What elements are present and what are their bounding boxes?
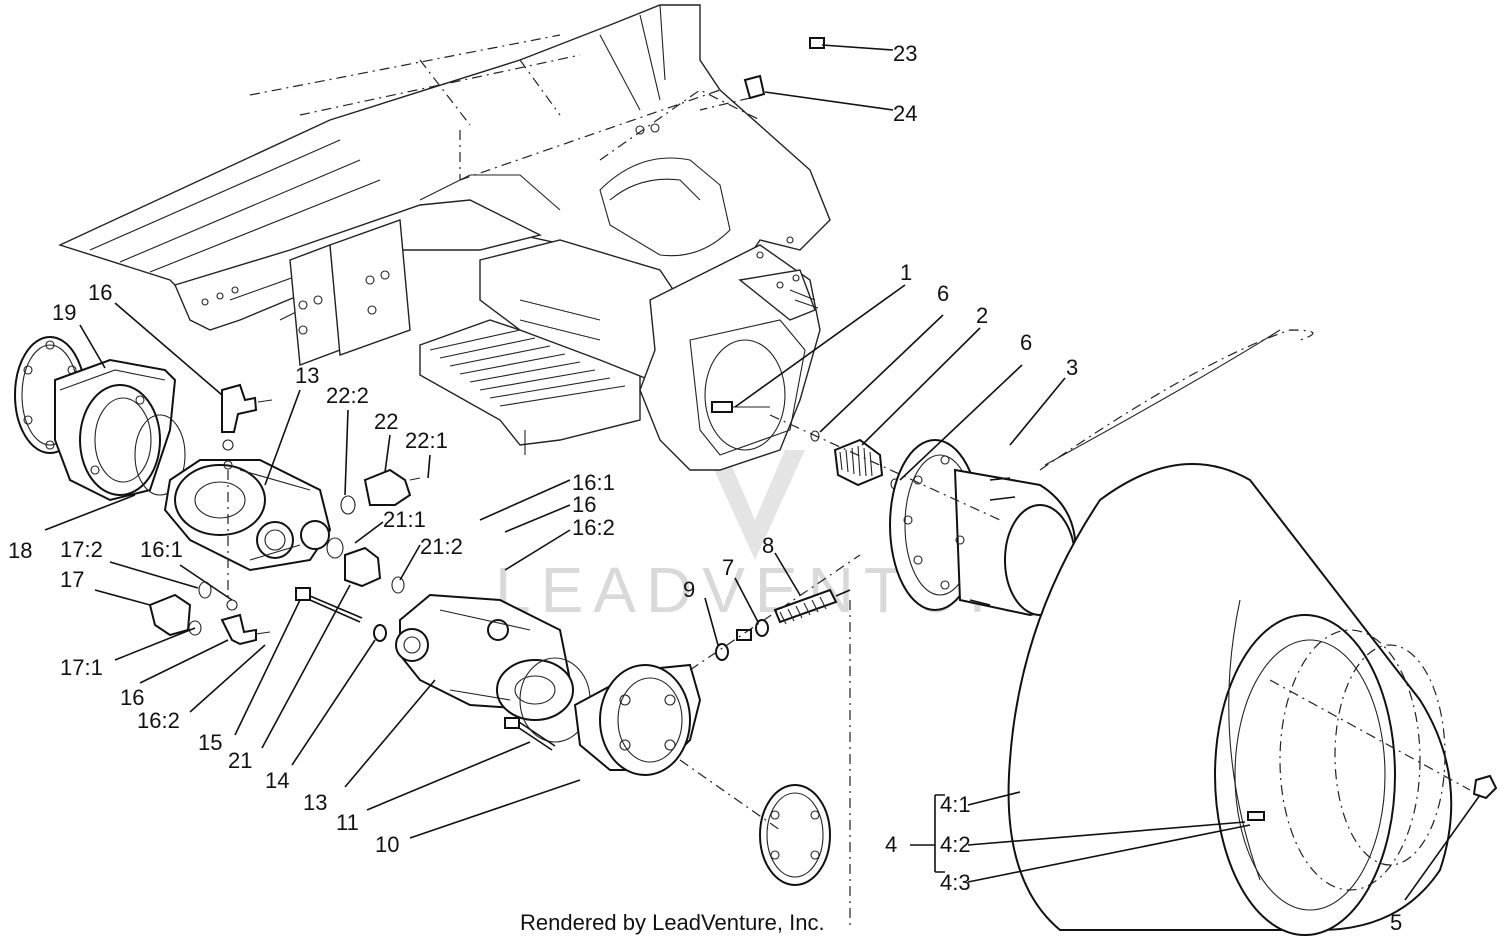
- leader-lines: [44, 44, 1481, 901]
- callout-labels: 23 24 1 6 2 6 3 16 19 13 22:2 22 22:1 16…: [8, 41, 1402, 935]
- hardware-top: [699, 37, 825, 111]
- left-motor-assembly: [14, 336, 421, 646]
- callout-17-2: 17:2: [60, 537, 103, 562]
- wheel-hub: [889, 439, 1077, 617]
- cover-plate-lower: [759, 784, 831, 886]
- callout-15: 15: [198, 730, 222, 755]
- callout-9: 9: [683, 577, 695, 602]
- hydraulic-motor-lower: [395, 593, 574, 721]
- callout-16: 16: [572, 492, 596, 517]
- callout-1: 1: [900, 260, 912, 285]
- callout-13: 13: [303, 790, 327, 815]
- fitting-21: [326, 537, 405, 594]
- callout-18: 18: [8, 538, 32, 563]
- elbow-fitting-lower-left: [220, 599, 271, 646]
- splined-coupler: [833, 438, 884, 487]
- tire-wheel: [849, 329, 1498, 936]
- chassis-frame: [58, 4, 831, 471]
- hydraulic-motor-upper: [163, 459, 332, 572]
- callout-3: 3: [1066, 355, 1078, 380]
- hub-assembly: [769, 414, 1077, 617]
- callout-5: 5: [1390, 910, 1402, 935]
- callout-17: 17: [60, 567, 84, 592]
- pin-11: [504, 717, 556, 751]
- callout-4: 4: [885, 832, 897, 857]
- callout-22: 22: [374, 409, 398, 434]
- callout-21-1: 21:1: [383, 507, 426, 532]
- motor-housing: [54, 358, 186, 502]
- callout-16: 16: [88, 280, 112, 305]
- callout-8: 8: [762, 533, 774, 558]
- group-bracket: [934, 794, 945, 873]
- callout-4-1: 4:1: [940, 792, 971, 817]
- callout-22-2: 22:2: [326, 383, 369, 408]
- bolt-15: [295, 587, 363, 623]
- callout-6: 6: [1020, 330, 1032, 355]
- callout-24: 24: [893, 101, 917, 126]
- elbow-fitting-17: [148, 581, 212, 637]
- valve-stem: [1247, 811, 1265, 821]
- callout-7: 7: [722, 555, 734, 580]
- callout-22-1: 22:1: [405, 428, 448, 453]
- callout-21: 21: [228, 748, 252, 773]
- callout-10: 10: [375, 832, 399, 857]
- spring-assembly: [689, 554, 861, 671]
- washer: [373, 624, 387, 642]
- housing-10: [573, 663, 702, 776]
- callout-13: 13: [295, 363, 319, 388]
- lower-motor-assembly: [395, 593, 831, 886]
- callout-14: 14: [265, 768, 289, 793]
- axle-stud: [711, 401, 770, 413]
- callout-4-2: 4:2: [940, 832, 971, 857]
- watermark-logo-icon: [705, 450, 805, 560]
- callout-17-1: 17:1: [60, 655, 103, 680]
- callout-16-2: 16:2: [572, 515, 615, 540]
- callout-2: 2: [976, 303, 988, 328]
- callout-23: 23: [893, 41, 917, 66]
- callout-16-1: 16:1: [572, 470, 615, 495]
- callout-16-2: 16:2: [137, 708, 180, 733]
- callout-16: 16: [120, 685, 144, 710]
- lug-nut: [1472, 774, 1498, 800]
- render-credit: Rendered by LeadVenture, Inc.: [520, 910, 825, 935]
- callout-11: 11: [336, 810, 359, 835]
- callout-19: 19: [52, 300, 76, 325]
- callout-4-3: 4:3: [940, 870, 971, 895]
- callout-16-1: 16:1: [140, 537, 183, 562]
- callout-21-2: 21:2: [420, 534, 463, 559]
- elbow-fitting-upper: [221, 383, 273, 470]
- fitting-22: [340, 468, 421, 515]
- callout-6: 6: [937, 281, 949, 306]
